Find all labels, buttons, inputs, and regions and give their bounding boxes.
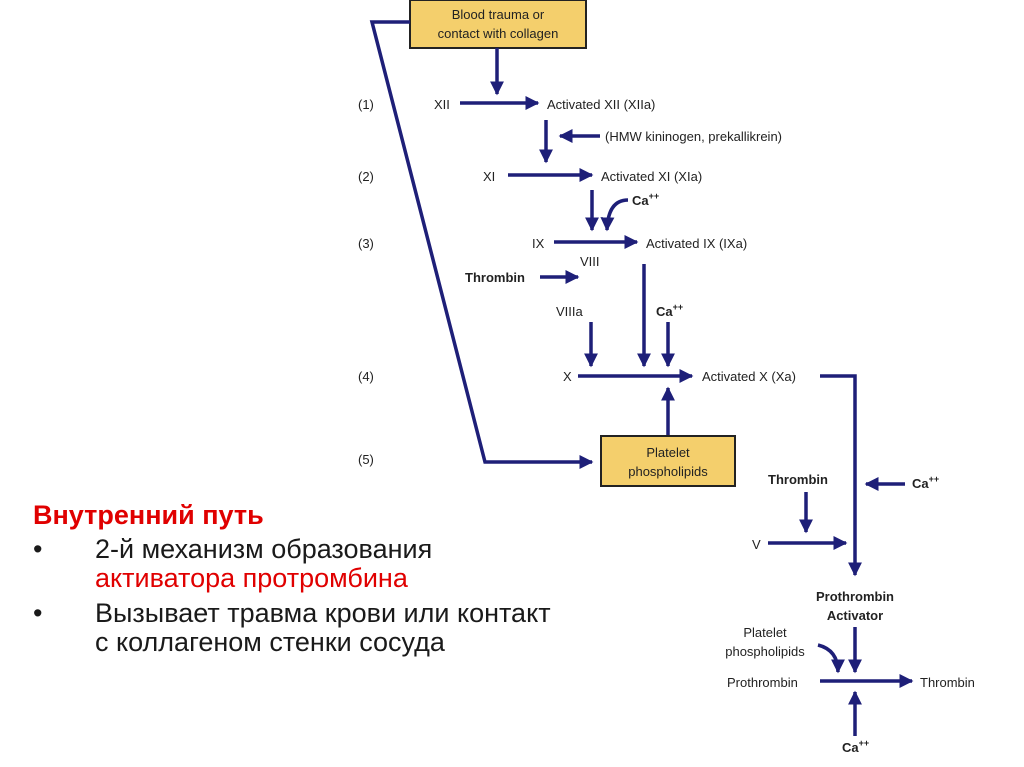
- label-platelet-phospholipids-2: phospholipids: [725, 644, 805, 659]
- label-thrombin-2: Thrombin: [768, 472, 828, 487]
- step-5-label: (5): [358, 452, 374, 467]
- label-prothrombin-activator-1: Prothrombin: [816, 589, 894, 604]
- bullet-item-1: • 2-й механизм образования активатора пр…: [33, 535, 553, 593]
- label-prothrombin-activator-2: Activator: [827, 608, 883, 623]
- label-thrombin-3: Thrombin: [920, 675, 975, 690]
- step-3-label: (3): [358, 236, 374, 251]
- label-viiia: VIIIa: [556, 304, 584, 319]
- label-xia: Activated XI (XIa): [601, 169, 702, 184]
- step-1-label: (1): [358, 97, 374, 112]
- platelet-box-line1: Platelet: [646, 445, 690, 460]
- bullet-item-2: • Вызывает травма крови или контакт с ко…: [33, 599, 553, 657]
- bullet-marker: •: [33, 598, 43, 628]
- label-xiia: Activated XII (XIIa): [547, 97, 655, 112]
- label-ca-4: Ca++: [842, 738, 869, 755]
- text-block: Внутренний путь • 2-й механизм образован…: [33, 500, 553, 663]
- label-xii: XII: [434, 97, 450, 112]
- label-ix: IX: [532, 236, 545, 251]
- label-ca-3: Ca++: [912, 474, 939, 491]
- step-4-label: (4): [358, 369, 374, 384]
- label-ca-1: Ca++: [632, 191, 659, 208]
- label-viii: VIII: [580, 254, 600, 269]
- top-box: Blood trauma or contact with collagen: [409, 0, 587, 49]
- label-prothrombin: Prothrombin: [727, 675, 798, 690]
- top-box-line2: contact with collagen: [438, 26, 559, 41]
- arrow-platelet-curve: [817, 643, 845, 674]
- step-2-label: (2): [358, 169, 374, 184]
- label-ixa: Activated IX (IXa): [646, 236, 747, 251]
- label-x: X: [563, 369, 572, 384]
- label-xi: XI: [483, 169, 495, 184]
- label-xa: Activated X (Xa): [702, 369, 796, 384]
- label-ca-2: Ca++: [656, 302, 683, 319]
- label-platelet-phospholipids-1: Platelet: [743, 625, 787, 640]
- arrow-xa-to-activator: [820, 374, 862, 577]
- arrow-ca-1-curve: [600, 198, 629, 232]
- label-thrombin-1: Thrombin: [465, 270, 525, 285]
- bullet-marker: •: [33, 534, 43, 564]
- bullet-text-1: 2-й механизм образования активатора прот…: [95, 534, 433, 593]
- slide-heading: Внутренний путь: [33, 500, 264, 530]
- label-v: V: [752, 537, 761, 552]
- bypass-line: [369, 20, 594, 469]
- platelet-box: Platelet phospholipids: [600, 435, 736, 487]
- label-hmw: (HMW kininogen, prekallikrein): [605, 129, 782, 144]
- top-box-line1: Blood trauma or: [452, 7, 545, 22]
- platelet-box-line2: phospholipids: [628, 464, 708, 479]
- bullet-text-2: Вызывает травма крови или контакт с колл…: [95, 598, 551, 657]
